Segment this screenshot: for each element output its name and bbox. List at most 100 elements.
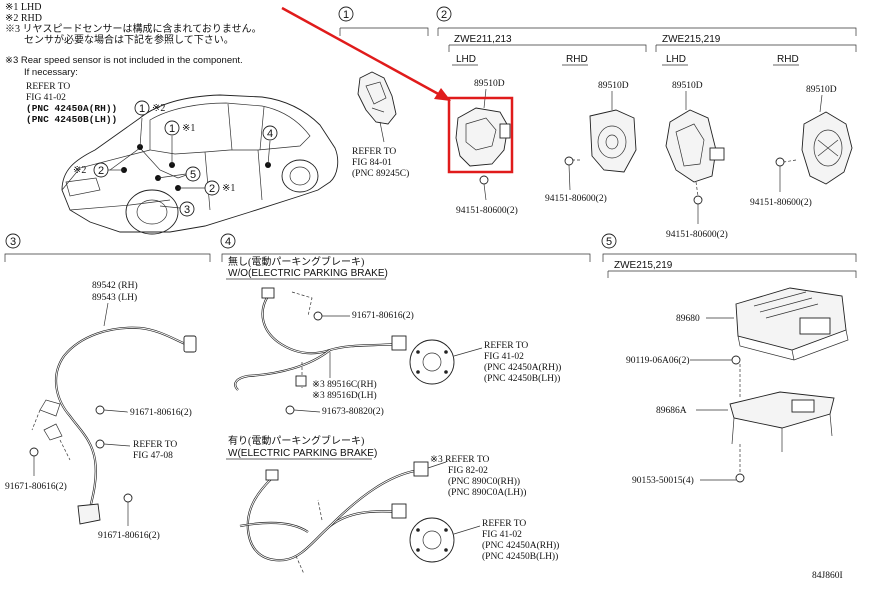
part-89510d-zwe215-rhd[interactable]: 89510D 94151-80600(2) [750, 85, 853, 208]
section-5-bolt1: 90119-06A06(2) [626, 355, 690, 366]
callout-3[interactable]: 3 [159, 201, 195, 217]
section-3-connector [183, 335, 197, 353]
svg-text:94151-80600(2): 94151-80600(2) [666, 229, 728, 240]
part-89680-module[interactable] [735, 287, 849, 361]
svg-text:2: 2 [209, 183, 215, 195]
section-1-pnc: (PNC 89245C) [352, 168, 409, 179]
section-4-pnc-lh: (PNC 42450B(LH)) [484, 373, 560, 384]
svg-text:2: 2 [98, 165, 104, 177]
section-4-ref2-pnc-lh: (PNC 890C0A(LH)) [448, 487, 526, 498]
section-2-number: 2 [441, 9, 447, 21]
svg-text:3: 3 [184, 204, 190, 216]
section-3: 3 89542 (RH) 89543 (LH) 91671-80616(2) R… [4, 233, 211, 541]
car-pillar-b [227, 103, 233, 151]
section-4-ref3-refer: REFER TO [482, 519, 526, 529]
part-89510d-zwe215-lhd[interactable]: 89510D 94151-80600(2) [665, 81, 728, 240]
callout-4[interactable]: 4 [262, 125, 278, 166]
section-4-bracket [221, 253, 591, 262]
note-3-jp-line2: センサが必要な場合は下記を参照して下さい。 [24, 33, 234, 46]
section-3-part-lh: 89543 (LH) [92, 292, 137, 303]
section-4-wo-en: W/O(ELECTRIC PARKING BRAKE) [228, 268, 388, 279]
section-4-pnc-rh: (PNC 42450A(RH)) [484, 362, 561, 373]
section-3-bolt1: 91671-80616(2) [130, 407, 192, 418]
section-3-bolt2: 91671-80616(2) [5, 481, 67, 492]
car-body [61, 94, 339, 233]
label-lhd-b: LHD [666, 54, 686, 65]
section-3-sensor [77, 503, 101, 525]
section-4-w-jp: 有り(電動パーキングブレーキ) [228, 434, 364, 447]
svg-text:89510D: 89510D [474, 79, 505, 89]
section-4-bolt1: 91671-80616(2) [352, 310, 414, 321]
svg-text:4: 4 [267, 128, 273, 140]
part-89686a-bracket[interactable] [729, 391, 835, 452]
section-4-ref2-pnc-rh: (PNC 890C0(RH)) [448, 476, 520, 487]
part-89510d-zwe211-lhd[interactable]: 89510D 94151-80600(2) [447, 79, 518, 216]
svg-text:89510D: 89510D [598, 81, 629, 91]
note-refer-to: REFER TO [26, 82, 70, 92]
label-rhd-b: RHD [777, 54, 799, 65]
section-1-part[interactable] [357, 71, 397, 125]
rear-wheel-hub [289, 166, 311, 186]
svg-text:94151-80600(2): 94151-80600(2) [545, 193, 607, 204]
section-4: 4 無し(電動パーキングブレーキ) W/O(ELECTRIC PARKING B… [220, 233, 591, 575]
part-89510d-zwe211-rhd[interactable]: 89510D 94151-80600(2) [545, 81, 637, 204]
section-3-bolt1-icon [95, 405, 105, 415]
svg-text:※2: ※2 [73, 165, 86, 176]
callout-1a[interactable]: 1 ※2 [134, 100, 165, 148]
section-4-bolt2: 91673-80820(2) [322, 406, 384, 417]
svg-text:1: 1 [139, 103, 145, 115]
section-5-number: 5 [606, 236, 612, 248]
callout-2a[interactable]: 2 ※2 [73, 162, 124, 178]
label-lhd-a: LHD [456, 54, 476, 65]
front-wheel [125, 189, 179, 235]
section-4-fig: FIG 41-02 [484, 352, 524, 362]
rear-wheel [281, 159, 319, 193]
callout-2b[interactable]: 2 ※1 [178, 180, 235, 196]
section-4-ref2-fig: FIG 82-02 [448, 466, 488, 476]
highlight-box [447, 96, 514, 174]
note-pnc-rh: (PNC 42450A(RH)) [26, 103, 117, 114]
svg-text:94151-80600(2): 94151-80600(2) [750, 197, 812, 208]
footer-code: 84J860I [812, 571, 843, 581]
section-4-harness-wo-epb[interactable] [234, 287, 407, 391]
section-4-refer-to: REFER TO [484, 341, 528, 351]
car-pillar-c [259, 106, 265, 151]
callout-1b[interactable]: 1 ※1 [164, 120, 195, 165]
section-3-number: 3 [10, 236, 16, 248]
section-3-harness[interactable] [31, 326, 197, 525]
section-5-part1: 89680 [676, 314, 700, 324]
section-2: 2 ZWE211,213 ZWE215,219 LHD RHD LHD RHD … [436, 6, 857, 240]
section-4-ref3-pnc-rh: (PNC 42450A(RH)) [482, 540, 559, 551]
section-1-refer-to: REFER TO [352, 147, 396, 157]
section-1-number-circle [338, 6, 354, 22]
section-4-ref3-pnc-lh: (PNC 42450B(LH)) [482, 551, 558, 562]
svg-text:89510D: 89510D [672, 81, 703, 91]
section-3-fig: FIG 47-08 [133, 451, 173, 461]
section-5-bracket [602, 253, 857, 262]
section-4-hub-lower[interactable] [409, 517, 455, 563]
note-lhd: ※1 LHD [5, 2, 41, 13]
section-2-group-b: ZWE215,219 [662, 34, 721, 45]
section-4-ref3-fig: FIG 41-02 [482, 530, 522, 540]
svg-text:※2: ※2 [152, 103, 165, 114]
car-door-lines [204, 149, 263, 211]
section-4-w-en: W(ELECTRIC PARKING BRAKE) [228, 448, 377, 459]
section-5: 5 ZWE215,219 89680 90119-06A06(2) 89686A… [601, 233, 857, 486]
note-3-jp-line1: ※3 リヤスピードセンサーは構成に含まれておりません。 [5, 22, 262, 35]
svg-text:※1: ※1 [222, 183, 235, 194]
section-3-bolt3: 91671-80616(2) [98, 530, 160, 541]
note-pnc-lh: (PNC 42450B(LH)) [26, 114, 117, 125]
callout-5[interactable]: 5 [157, 166, 201, 182]
section-2-bracket [437, 27, 857, 36]
section-4-harness-w-epb[interactable] [239, 461, 429, 575]
section-3-part-rh: 89542 (RH) [92, 280, 138, 291]
section-3-refer-to: REFER TO [133, 440, 177, 450]
note-fig: FIG 41-02 [26, 93, 66, 103]
section-2-group-a: ZWE211,213 [454, 34, 512, 45]
svg-text:5: 5 [190, 169, 196, 181]
front-wheel-hub [136, 199, 168, 225]
section-4-sensor-rh: ※3 89516C(RH) [312, 379, 377, 390]
section-4-hub-upper[interactable] [409, 339, 455, 385]
note-3-en-line2: If necessary: [24, 67, 78, 78]
